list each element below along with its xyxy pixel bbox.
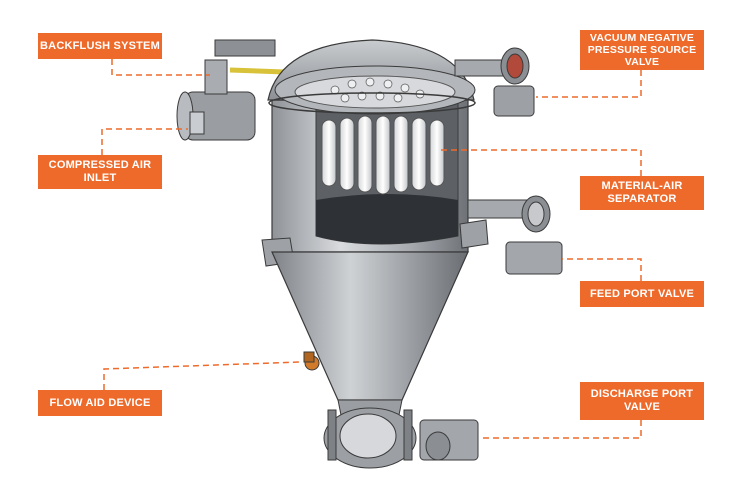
leader-discharge bbox=[480, 420, 642, 439]
label-backflush-system: BACKFLUSH SYSTEM bbox=[38, 33, 162, 59]
callout-lines bbox=[101, 59, 642, 439]
label-feed-port-valve: FEED PORT VALVE bbox=[580, 281, 704, 307]
filter-bags bbox=[321, 115, 445, 195]
label-vacuum-valve: VACUUM NEGATIVE PRESSURE SOURCE VALVE bbox=[580, 30, 704, 70]
backflush-tank bbox=[176, 39, 286, 141]
leader-feed-port bbox=[562, 258, 642, 281]
flow-aid-device bbox=[303, 351, 320, 371]
label-discharge-port-valve: DISCHARGE PORT VALVE bbox=[580, 382, 704, 420]
vacuum-valve bbox=[454, 47, 535, 117]
leader-compressed-air bbox=[101, 128, 188, 155]
feed-port bbox=[467, 195, 563, 275]
label-material-air-separator: MATERIAL-AIR SEPARATOR bbox=[580, 176, 704, 210]
leader-separator bbox=[440, 149, 642, 176]
discharge-valve bbox=[323, 407, 479, 469]
label-flow-aid-device: FLOW AID DEVICE bbox=[38, 390, 162, 416]
label-compressed-air-inlet: COMPRESSED AIR INLET bbox=[38, 155, 162, 189]
leader-flow-aid bbox=[103, 361, 301, 390]
leader-backflush bbox=[111, 59, 210, 76]
leader-vacuum bbox=[536, 70, 642, 98]
